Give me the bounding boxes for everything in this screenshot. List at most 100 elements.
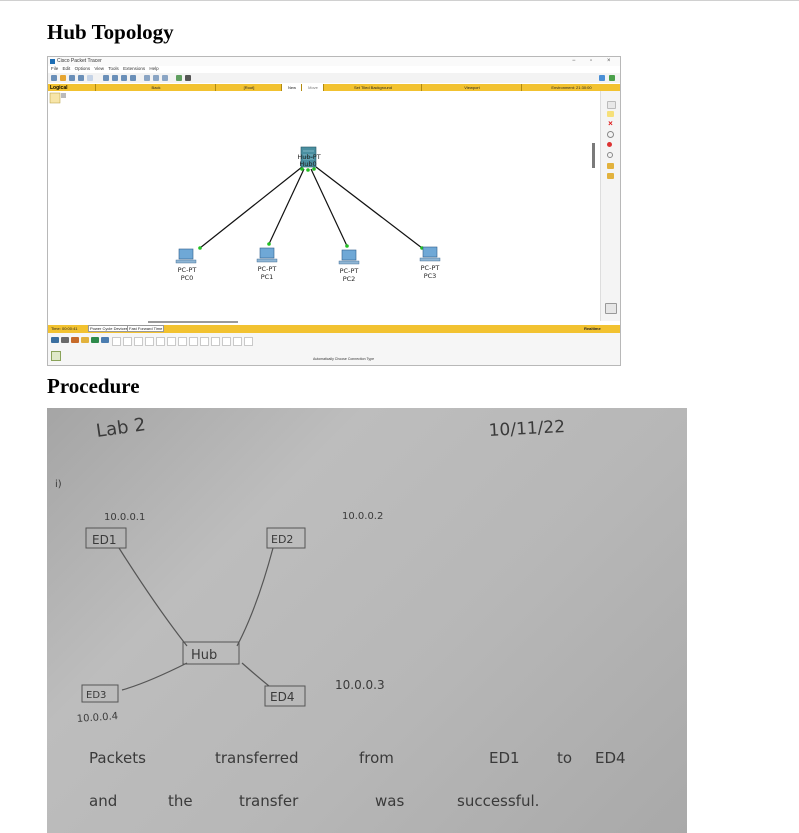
pc1-device[interactable] (256, 247, 278, 263)
move-object-button[interactable]: Move Object (301, 84, 324, 97)
misc-devices-icon[interactable] (91, 337, 99, 343)
serial-dce-icon[interactable] (189, 337, 198, 346)
note-tool-icon[interactable] (607, 111, 614, 117)
link-status-dot (267, 242, 271, 246)
horizontal-scrollbar[interactable] (148, 321, 238, 323)
select-tool-icon[interactable] (607, 101, 616, 109)
copper-cross-icon[interactable] (145, 337, 154, 346)
hub-type-label: Hub-PT (297, 153, 320, 161)
copy-icon[interactable] (103, 75, 109, 81)
connections-icon[interactable] (81, 337, 89, 343)
hub-box (182, 641, 240, 665)
new-file-icon[interactable] (51, 75, 57, 81)
delete-tool-icon[interactable]: × (608, 119, 613, 128)
set-tiled-background-button[interactable]: Set Tiled Background (323, 84, 422, 91)
menu-extensions[interactable]: Extensions (123, 66, 146, 71)
network-devices-icon[interactable] (51, 337, 59, 343)
redo-icon[interactable] (130, 75, 136, 81)
ed2-ip: 10.0.0.2 (342, 511, 383, 522)
auto-connection-icon[interactable] (112, 337, 121, 346)
draw-shape-tool-icon[interactable] (607, 142, 612, 147)
menu-view[interactable]: View (94, 66, 105, 71)
menu-edit[interactable]: Edit (62, 66, 71, 71)
fiber-icon[interactable] (156, 337, 165, 346)
link-status-dot (306, 168, 310, 172)
root-label: [Root] (215, 84, 282, 91)
network-info-icon[interactable] (599, 75, 605, 81)
zoom-reset-icon[interactable] (153, 75, 159, 81)
close-button[interactable]: × (607, 58, 611, 64)
realtime-mode-icon[interactable] (605, 303, 617, 314)
vertical-scrollbar[interactable] (592, 143, 595, 168)
menu-help[interactable]: Help (149, 66, 159, 71)
sentence-line-1: Packets transferred from ED1 to ED4 (89, 749, 626, 767)
cable-hub-pc0 (199, 166, 303, 249)
viewport-button[interactable]: Viewport (421, 84, 522, 91)
console-cable-icon[interactable] (123, 337, 132, 346)
sentence-line-2: and the transfer was successful. (89, 792, 539, 810)
pc2-type-label: PC-PT (340, 267, 359, 275)
wireless-link-icon[interactable] (244, 337, 253, 346)
pt-titlebar: Cisco Packet Tracer − ▫ × (48, 57, 620, 66)
paste-icon[interactable] (112, 75, 118, 81)
zoom-out-icon[interactable] (162, 75, 168, 81)
selected-connection-icon[interactable] (51, 351, 61, 361)
undo-icon[interactable] (121, 75, 127, 81)
save-icon[interactable] (69, 75, 75, 81)
logical-tab[interactable]: Logical (50, 85, 68, 91)
iot-custom-cable-icon[interactable] (222, 337, 231, 346)
ed4-box (264, 685, 306, 707)
octal-cable-icon[interactable] (211, 337, 220, 346)
serial-dte-icon[interactable] (200, 337, 209, 346)
pt-time-bar: Time: 00:00:41 Power Cycle Devices Fast … (48, 325, 620, 333)
viewport-mini-icon[interactable] (61, 93, 66, 98)
phone-cable-icon[interactable] (167, 337, 176, 346)
line-hub-ed3 (121, 662, 188, 691)
logical-workspace[interactable]: Hub-PT Hub0 PC-PT PC0 PC-PT PC1 PC-PT (48, 91, 598, 321)
back-button[interactable]: Back (95, 84, 216, 91)
components-icon[interactable] (71, 337, 79, 343)
menu-file[interactable]: File (51, 66, 59, 71)
new-cluster-button[interactable]: New Cluster (281, 84, 302, 97)
device-type-panel: Automatically Choose Connection Type (48, 333, 620, 365)
resize-shape-tool-icon[interactable] (607, 152, 613, 158)
multiuser-icon[interactable] (101, 337, 109, 343)
maximize-button[interactable]: ▫ (590, 58, 593, 64)
usb-cable-icon[interactable] (233, 337, 242, 346)
custom-device-icon[interactable] (185, 75, 191, 81)
word-to: to (557, 749, 572, 767)
pc3-name-label: PC3 (424, 272, 437, 280)
logical-view-icon[interactable] (49, 92, 61, 104)
minimize-button[interactable]: − (572, 58, 576, 64)
zoom-in-icon[interactable] (144, 75, 150, 81)
add-simple-pdu-icon[interactable] (607, 163, 614, 169)
power-cycle-button[interactable]: Power Cycle Devices (88, 325, 130, 332)
connection-type-hint: Automatically Choose Connection Type (313, 357, 375, 361)
activity-wizard-icon[interactable] (87, 75, 93, 81)
palette-icon[interactable] (176, 75, 182, 81)
inspect-tool-icon[interactable] (607, 131, 614, 138)
pc0-type-label: PC-PT (178, 266, 197, 274)
packet-tracer-screenshot: Cisco Packet Tracer − ▫ × File Edit Opti… (47, 56, 621, 366)
pc3-device[interactable] (419, 246, 441, 262)
pt-menubar: File Edit Options View Tools Extensions … (48, 66, 620, 73)
menu-tools[interactable]: Tools (108, 66, 119, 71)
help-icon[interactable] (609, 75, 615, 81)
coaxial-icon[interactable] (178, 337, 187, 346)
cable-hub-pc1 (268, 168, 305, 245)
fast-forward-button[interactable]: Fast Forward Time (127, 325, 165, 332)
menu-options[interactable]: Options (74, 66, 91, 71)
open-file-icon[interactable] (60, 75, 66, 81)
end-devices-icon[interactable] (61, 337, 69, 343)
word-ed4: ED4 (595, 749, 626, 767)
hub-device[interactable] (300, 146, 317, 168)
print-icon[interactable] (78, 75, 84, 81)
environment-label[interactable]: Environment: 21:30:00 (521, 84, 620, 91)
pc0-name-label: PC0 (181, 274, 194, 282)
copper-straight-icon[interactable] (134, 337, 143, 346)
pc0-device[interactable] (175, 248, 197, 264)
pc2-device[interactable] (338, 249, 360, 265)
add-complex-pdu-icon[interactable] (607, 173, 614, 179)
topology-diagram: Hub-PT Hub0 PC-PT PC0 PC-PT PC1 PC-PT (49, 92, 441, 283)
link-status-dot (312, 167, 316, 171)
